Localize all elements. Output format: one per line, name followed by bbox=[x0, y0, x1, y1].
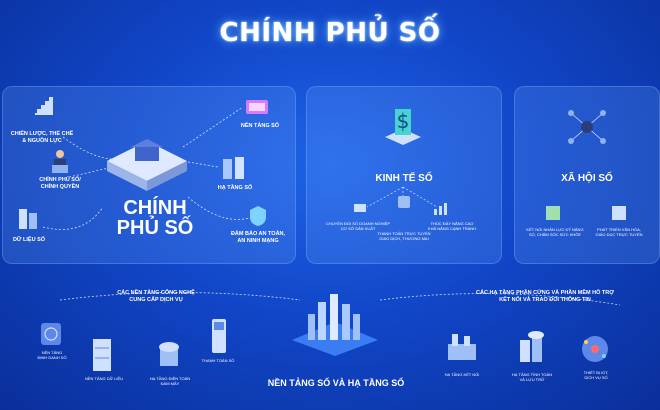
center-title-line1: CHÍNH bbox=[123, 197, 187, 219]
server-rack-icon bbox=[221, 155, 247, 181]
online-payment-icon bbox=[397, 195, 411, 209]
strategy-label: CHIẾN LƯỢC, THỂ CHẾ & NGUỒN LỰC bbox=[10, 131, 74, 144]
government-panel: CHÍNH PHỦ SỐ CHIẾN LƯỢC, THỂ CHẾ & NGUỒN… bbox=[2, 86, 296, 264]
economy-sub2: THANH TOÁN TRỰC TUYẾN GIAO DỊCH, THƯƠNG … bbox=[377, 231, 431, 241]
society-panel: XÃ HỘI SỐ KẾT NỐI NHÂN LỰC KỸ NĂNG SỐ, C… bbox=[514, 86, 660, 264]
network-factory-icon bbox=[446, 330, 478, 362]
datacenter-label: NỀN TẢNG DỮ LIỆU bbox=[84, 376, 123, 381]
cloud-label: HẠ TẦNG ĐIỆN TOÁN ĐÁM MÂY bbox=[149, 376, 191, 386]
bottom-center-title: NỀN TẢNG SỐ VÀ HẠ TẦNG SỐ bbox=[267, 378, 405, 388]
iot-devices-icon bbox=[580, 334, 610, 364]
society-sub1: KẾT NỐI NHÂN LỰC KỸ NĂNG SỐ, CHĂM SÓC SỨ… bbox=[526, 227, 584, 237]
center-title-line2: PHỦ SỐ bbox=[116, 217, 194, 239]
page-title: CHÍNH PHỦ SỐ bbox=[219, 18, 441, 48]
competition-chart-icon bbox=[433, 203, 447, 215]
svg-text:$: $ bbox=[397, 109, 410, 133]
economy-title: KINH TẾ SỐ bbox=[375, 173, 433, 184]
economy-sub3: THÚC ĐẨY NĂNG CAO KHẢ NĂNG CẠNH TRANH bbox=[427, 221, 477, 231]
network-people-icon bbox=[565, 105, 609, 149]
education-icon bbox=[611, 205, 627, 221]
digital-city-icon bbox=[290, 292, 380, 356]
economy-panel: $ KINH TẾ SỐ CHUYỂN ĐỔI SỐ DOANH NGHIỆP … bbox=[306, 86, 502, 264]
society-sub2: PHÁT TRIỂN VĂN HÓA, GIÁO DỤC TRỰC TUYẾN bbox=[595, 227, 643, 237]
cloud-icon bbox=[156, 340, 182, 368]
government-building-icon bbox=[105, 139, 189, 191]
stairs-icon bbox=[33, 95, 55, 117]
podium-speaker-icon bbox=[49, 149, 71, 173]
iot-label: THIẾT BỊ IOT, DỊCH VỤ SỐ bbox=[583, 370, 609, 380]
dollar-coin-icon: $ bbox=[383, 105, 423, 151]
platform-screen-icon bbox=[245, 99, 269, 117]
payment-label: THANH TOÁN SỐ bbox=[201, 358, 235, 363]
payment-terminal-icon bbox=[210, 318, 228, 354]
government-label: CHÍNH PHỦ SỐ/ CHÍNH QUYỀN bbox=[39, 177, 81, 190]
connect-label: HẠ TẦNG KẾT NỐI bbox=[444, 372, 480, 377]
economy-sub1: CHUYỂN ĐỔI SỐ DOANH NGHIỆP CƠ SỞ SẢN XUẤ… bbox=[325, 221, 390, 231]
business-laptop-icon bbox=[353, 203, 367, 215]
security-label: ĐẢM BẢO AN TOÀN, AN NINH MẠNG bbox=[230, 231, 286, 244]
fingerprint-icon bbox=[40, 322, 62, 346]
society-title: XÃ HỘI SỐ bbox=[561, 173, 613, 184]
right-heading: CÁC HẠ TẦNG PHẦN CỨNG VÀ PHẦN MỀM HỖ TRỢ… bbox=[476, 290, 614, 303]
healthcare-icon bbox=[545, 205, 561, 221]
data-label: DỮ LIỆU SỐ bbox=[12, 237, 46, 243]
infrastructure-label: HẠ TẦNG SỐ bbox=[217, 185, 253, 191]
platform-label: NỀN TẢNG SỐ bbox=[240, 123, 280, 129]
ekyc-label: NỀN TẢNG ĐỊNH DANH SỐ bbox=[37, 350, 67, 360]
datacenter-server-icon bbox=[92, 338, 112, 372]
security-lock-icon bbox=[249, 205, 267, 227]
storage-server-icon bbox=[516, 330, 546, 364]
compute-label: HẠ TẦNG TÍNH TOÁN VÀ LƯU TRỮ bbox=[511, 372, 553, 382]
economy-connectors bbox=[366, 186, 438, 208]
database-icon bbox=[17, 207, 39, 231]
left-heading: CÁC NỀN TẢNG CÔNG NGHỆ CUNG CẤP DỊCH VỤ bbox=[117, 290, 195, 303]
